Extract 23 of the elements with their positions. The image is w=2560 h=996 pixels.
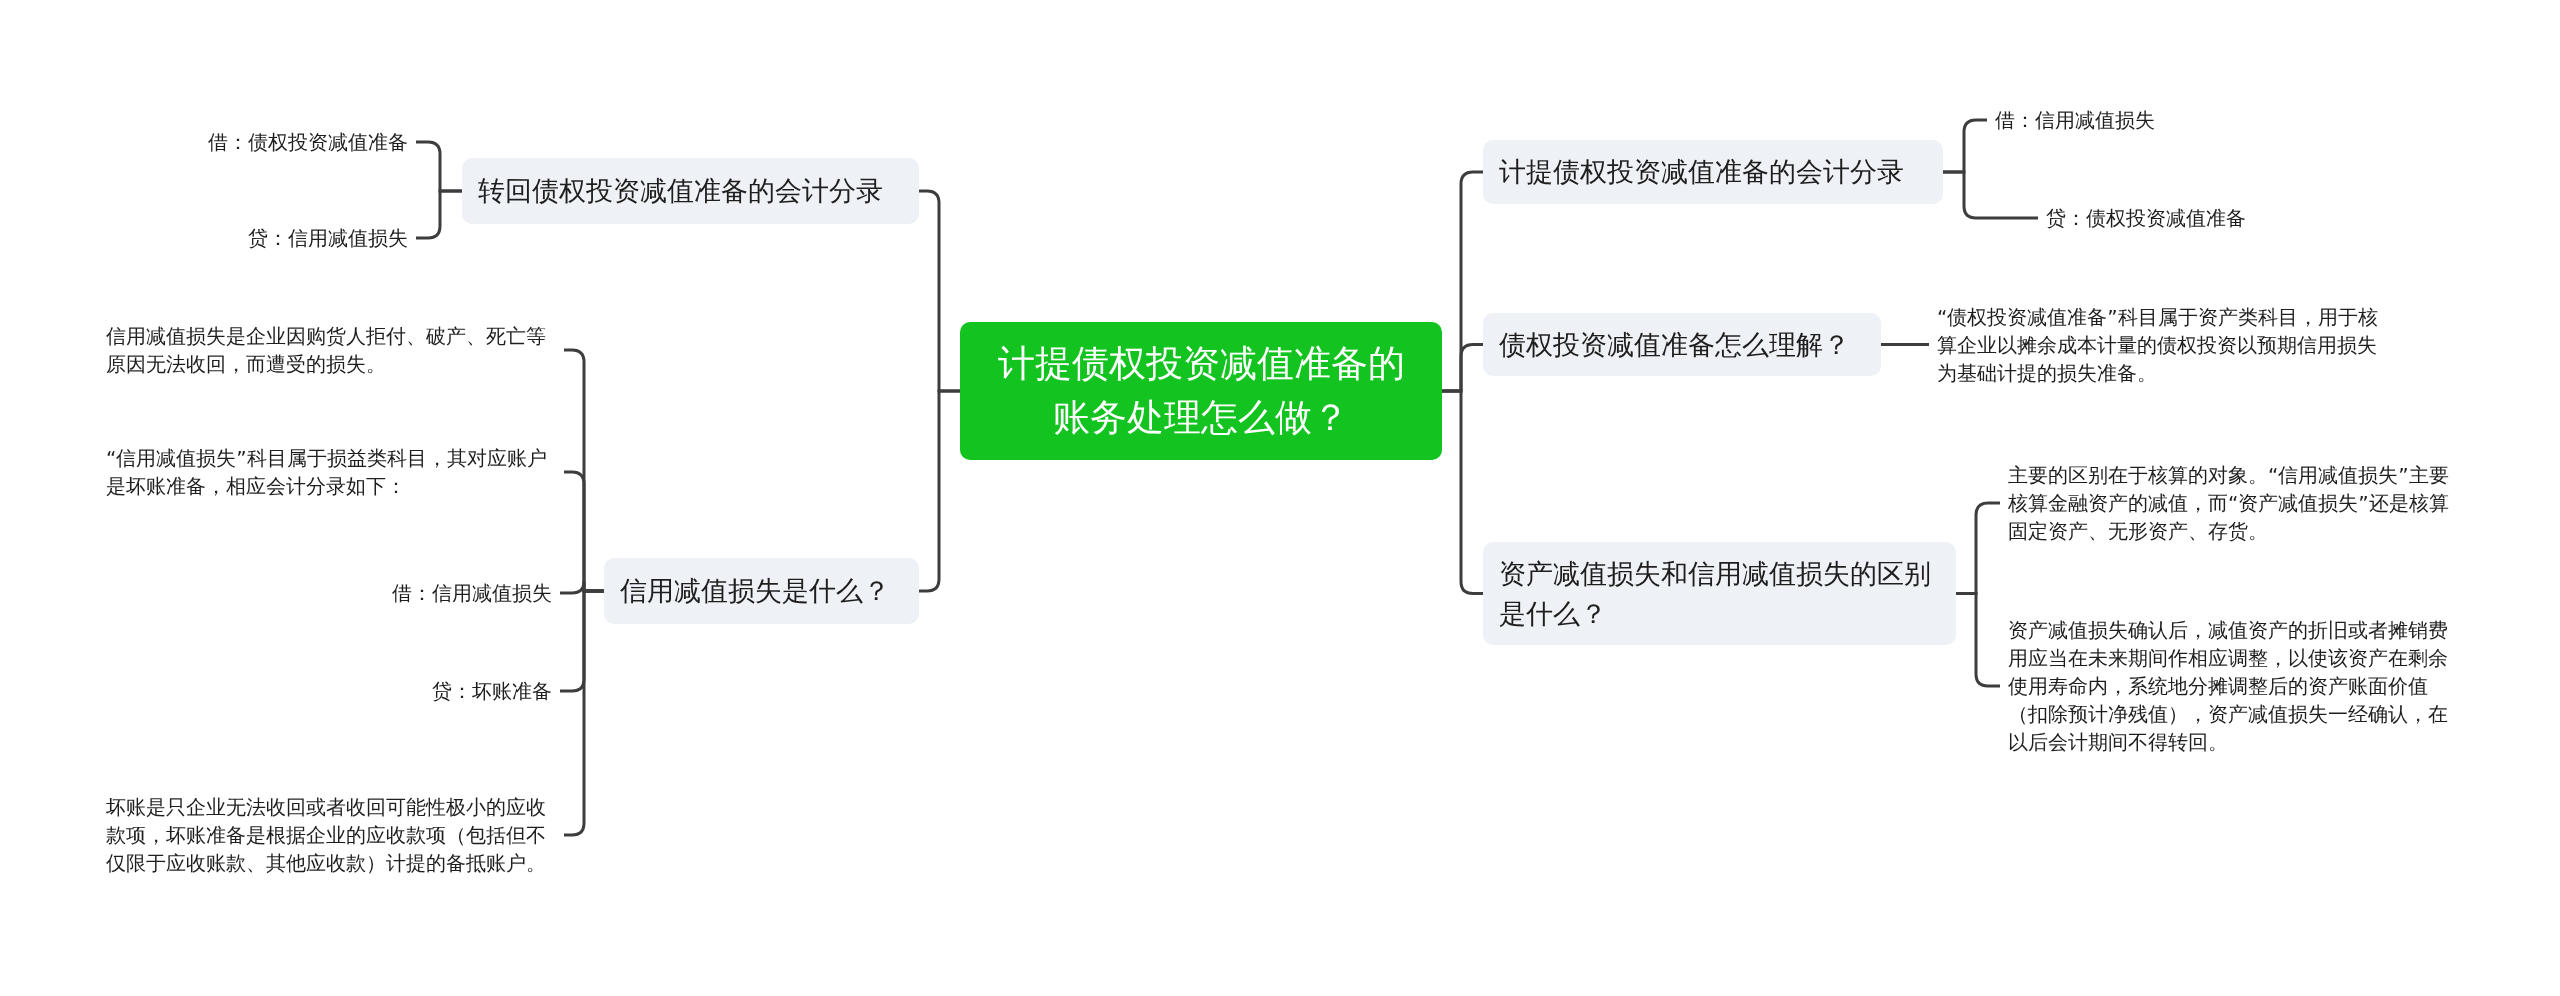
note-text: 坏账是只企业无法收回或者收回可能性极小的应收款项，坏账准备是根据企业的应收款项（包括但不仅限于应收账款、其他应收款）计提的备抵账户。: [106, 793, 556, 877]
connector-line: [416, 189, 462, 240]
connector-line: [1442, 389, 1483, 595]
note-text: “债权投资减值准备”科目属于资产类科目，用于核算企业以摊余成本计量的债权投资以预期信用损失为基础计提的损失准备。: [1937, 302, 2387, 387]
note-text: 主要的区别在于核算的对象。“信用减值损失”主要核算金融资产的减值，而“资产减值损失”还是核算固定资产、无形资产、存货。: [2008, 461, 2458, 545]
topic-box: 债权投资减值准备怎么理解？: [1483, 313, 1881, 376]
central-topic-box: 计提债权投资减值准备的账务处理怎么做？: [960, 322, 1442, 460]
note-text: 借：信用减值损失: [392, 579, 552, 607]
topic-box: 计提债权投资减值准备的会计分录: [1483, 140, 1943, 204]
topic-box: 转回债权投资减值准备的会计分录: [462, 158, 919, 224]
connector-line: [1881, 343, 1929, 346]
topic-box: 资产减值损失和信用减值损失的区别是什么？: [1483, 542, 1956, 645]
note-text: 贷：信用减值损失: [248, 224, 408, 252]
connector-line: [1943, 170, 2038, 220]
note-text: 资产减值损失确认后，减值资产的折旧或者摊销费用应当在未来期间作相应调整，以使该资产在剩余使用寿命内，系统地分摊调整后的资产账面价值（扣除预计净残值），资产减值损失一经确认，在以后会计期间不得转回。: [2008, 616, 2458, 756]
note-text: 贷：坏账准备: [432, 677, 552, 705]
note-text: 信用减值损失是企业因购货人拒付、破产、死亡等原因无法收回，而遭受的损失。: [106, 322, 556, 378]
connector-line: [919, 389, 960, 593]
note-text: 借：信用减值损失: [1995, 106, 2155, 134]
note-text: “信用减值损失”科目属于损益类科目，其对应账户是坏账准备，相应会计分录如下：: [106, 444, 556, 500]
topic-box: 信用减值损失是什么？: [604, 558, 919, 624]
note-text: 贷：债权投资减值准备: [2046, 204, 2246, 232]
note-text: 借：债权投资减值准备: [208, 128, 408, 156]
